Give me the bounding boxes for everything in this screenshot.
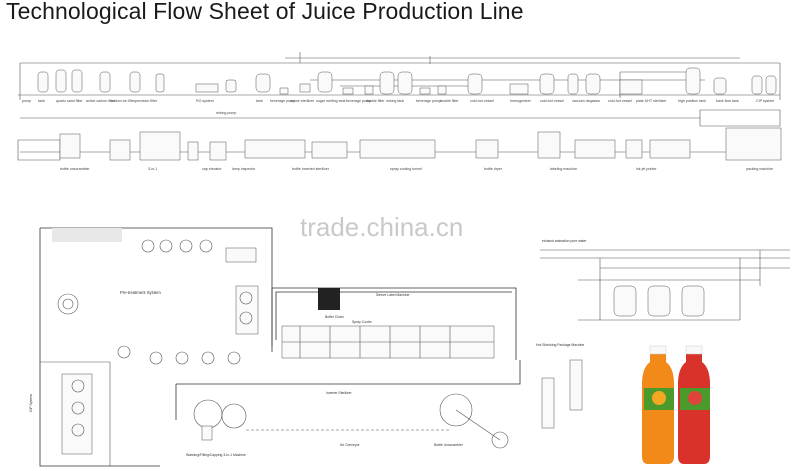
- label-sleeve: Sleeve Label Machine: [376, 293, 409, 297]
- layout-labels: Pre-treatment System CIP System Buffer C…: [29, 239, 587, 457]
- label-spray: Spray Cooler: [352, 320, 373, 324]
- bottling-line: [17, 109, 782, 161]
- process-label: sugar melting tank: [316, 99, 346, 103]
- process-label: sodium ion filter: [110, 99, 136, 103]
- line-label: cap elevator: [202, 167, 222, 171]
- line-labels: bottle unscrambler 3-in-1 cap elevator lamp…: [60, 167, 773, 171]
- line-label: lamp inspector: [232, 167, 256, 171]
- label-shrink: Hot Shrinking Package Machine: [536, 343, 584, 347]
- label-washing: Washing/Filling/Capping 3-in-1 Machine: [186, 453, 246, 457]
- process-label: cold-hot vessel: [540, 99, 564, 103]
- process-label: mixing pump: [216, 111, 236, 115]
- page-title: Technological Flow Sheet of Juice Produc…: [6, 0, 524, 24]
- process-label: RO system: [196, 99, 214, 103]
- process-label: mixing tank: [386, 99, 404, 103]
- line-label: labeling machine: [550, 167, 577, 171]
- process-label: back flow tank: [716, 99, 739, 103]
- process-label: ozone sterilizer: [290, 99, 315, 103]
- label-exhaust: exhaust animation pure water: [542, 239, 587, 243]
- label-unscrambler: Bottle Unscrambler: [434, 443, 464, 447]
- process-label: high position tank: [678, 99, 706, 103]
- process-label: active carbon filter: [86, 99, 116, 103]
- line-label: bottle dryer: [484, 167, 503, 171]
- process-label: pump: [22, 99, 31, 103]
- line-label: ink jet printer: [636, 167, 657, 171]
- process-label: CIP system: [756, 99, 774, 103]
- line-label: spray cooling tunnel: [390, 167, 422, 171]
- process-label: tank: [38, 99, 45, 103]
- label-pretreatment: Pre-treatment System: [120, 290, 161, 295]
- juice-bottles-image: [642, 345, 710, 464]
- line-label: bottle unscrambler: [60, 167, 90, 171]
- process-label: quartz sand filter: [56, 99, 83, 103]
- label-buffer: Buffer Chain: [325, 315, 344, 319]
- label-air: Air Conveyor: [340, 443, 360, 447]
- label-cip: CIP System: [29, 394, 33, 412]
- process-equipment-row: [18, 52, 781, 100]
- process-label: beverage pump: [346, 99, 371, 103]
- label-inverter: Inverter Sterilizer: [326, 391, 352, 395]
- plant-layout: [39, 227, 583, 467]
- process-label: homogenizer: [510, 99, 532, 103]
- watermark: trade.china.cn: [300, 212, 463, 242]
- process-label: beverage pump: [416, 99, 441, 103]
- process-label: cold-hot vessel: [608, 99, 632, 103]
- process-label: vacuum degassor: [572, 99, 601, 103]
- process-label: beverage pump: [270, 99, 295, 103]
- process-label: double filter: [366, 99, 385, 103]
- process-label: tank: [256, 99, 263, 103]
- line-label: packing machine: [746, 167, 773, 171]
- process-label: cold-hot vessel: [470, 99, 494, 103]
- line-label: 3-in-1: [148, 167, 157, 171]
- process-label: precision filter: [135, 99, 158, 103]
- piping-schematic: [540, 249, 790, 321]
- process-label: plate UHT sterilizer: [636, 99, 667, 103]
- process-label: double filter: [440, 99, 459, 103]
- line-label: bottle inverted sterilizer: [292, 167, 330, 171]
